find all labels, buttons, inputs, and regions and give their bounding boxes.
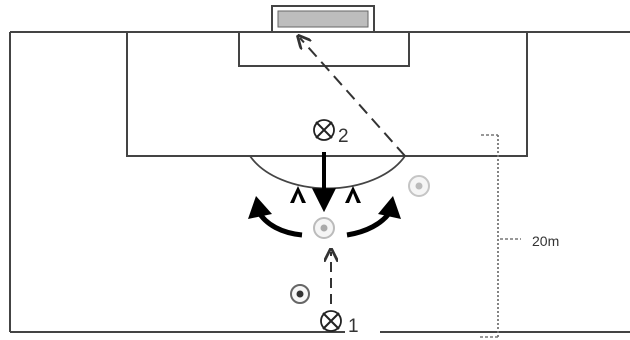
distance-label: 20m xyxy=(532,233,559,249)
distance-marker xyxy=(480,134,521,338)
cone-right xyxy=(345,186,361,203)
pitch-boundary xyxy=(9,31,630,333)
ball-lower-left xyxy=(290,284,310,304)
player-2-marker xyxy=(313,119,335,141)
ball-right xyxy=(408,175,430,197)
right-curved-arrowhead xyxy=(378,196,401,219)
pitch xyxy=(9,31,630,333)
player-1-label: 1 xyxy=(348,316,359,337)
cone-left xyxy=(290,186,306,203)
goal-area xyxy=(238,31,410,67)
player-2-label: 2 xyxy=(338,126,349,147)
penalty-arc xyxy=(249,155,406,190)
goal xyxy=(271,5,375,33)
ball-center xyxy=(313,217,335,239)
shot-arrow xyxy=(300,38,406,157)
left-curved-arrowhead xyxy=(248,196,272,219)
penalty-area xyxy=(126,31,528,157)
player-1-marker xyxy=(320,310,342,332)
